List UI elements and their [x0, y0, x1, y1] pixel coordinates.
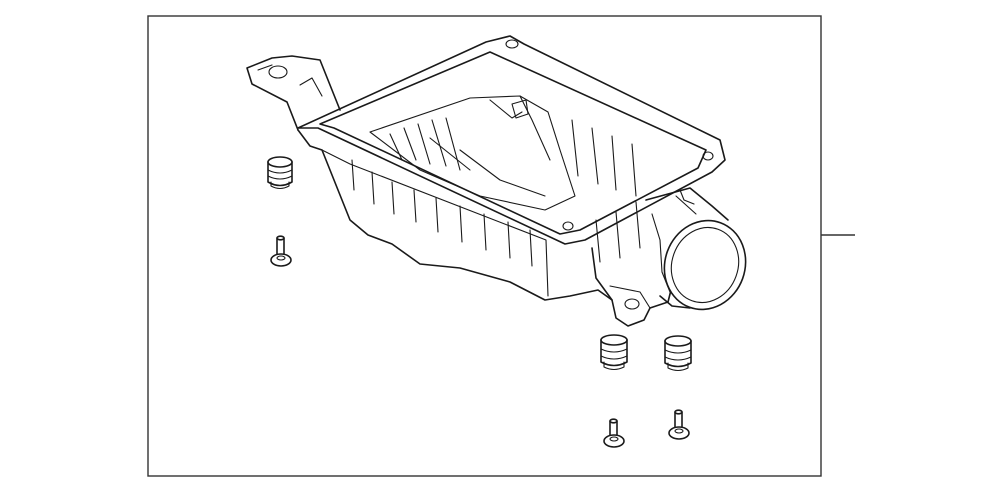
bolt-bottom-left [603, 418, 625, 448]
bolt-left [270, 235, 292, 267]
bolt-bottom-right [668, 409, 690, 440]
grommet-bottom-right [664, 335, 692, 372]
diagram-frame [147, 15, 822, 477]
grommet-bottom-left [600, 334, 628, 371]
grommet-left [267, 156, 293, 190]
air-cleaner-lower-case [246, 35, 747, 327]
